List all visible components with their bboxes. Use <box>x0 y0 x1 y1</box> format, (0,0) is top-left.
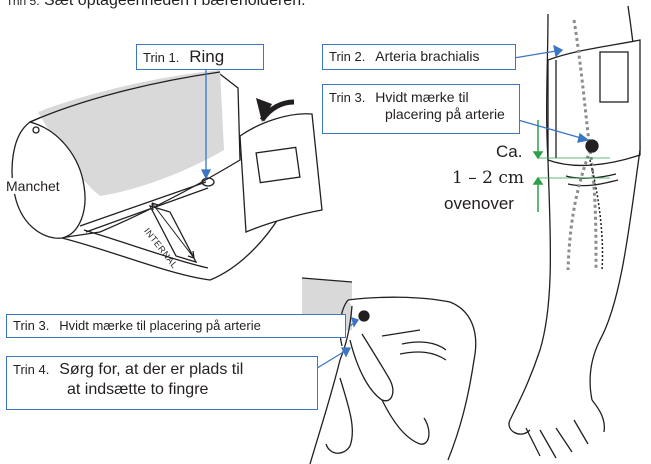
callout-text: Arteria brachialis <box>375 48 480 64</box>
finger-check-illustration <box>301 277 477 464</box>
distance-measure <box>532 120 610 212</box>
callout-step-label: Trin 4. <box>13 362 50 377</box>
header-step: Trin 5. <box>6 0 40 8</box>
callout-text: Hvidt mærke til placering på arterie <box>59 318 261 333</box>
callout-text-line1: Sørg for, at der er plads til <box>59 361 244 378</box>
page-header: Trin 5. Sæt optageenheden i bæreholderen… <box>6 0 306 10</box>
callout-step-3-mark: Trin 3. Hvidt mærke til placering på art… <box>322 84 520 134</box>
callout-step-4-fingers: Trin 4. Sørg for, at der er plads til at… <box>6 356 318 410</box>
distance-label-ca: Ca. <box>496 142 523 161</box>
callout-text-line1: Hvidt mærke til <box>375 89 469 105</box>
callout-text-line2: placering på arterie <box>385 106 505 122</box>
header-text: Sæt optageenheden i bæreholderen. <box>44 0 306 9</box>
callout-step-label: Trin 3. <box>13 318 50 333</box>
cuff-label: Manchet <box>6 178 60 194</box>
callout-step-label: Trin 3. <box>329 90 366 105</box>
leader-lines <box>200 44 590 371</box>
callout-step-1-ring: Trin 1. Ring <box>136 44 264 70</box>
callout-text-line2: at indsætte to fingre <box>67 381 209 398</box>
cuff-illustration <box>11 70 323 281</box>
callout-step-label: Trin 1. <box>143 50 180 65</box>
callout-step-2-artery: Trin 2. Arteria brachialis <box>322 44 516 70</box>
callout-text: Ring <box>189 47 225 66</box>
callout-step-3-mark-bottom: Trin 3. Hvidt mærke til placering på art… <box>6 314 346 338</box>
callout-step-label: Trin 2. <box>329 49 366 64</box>
distance-label-value: 1 – 2 cm <box>452 168 524 188</box>
arm-illustration <box>508 5 641 459</box>
distance-label-above: ovenover <box>444 194 514 213</box>
